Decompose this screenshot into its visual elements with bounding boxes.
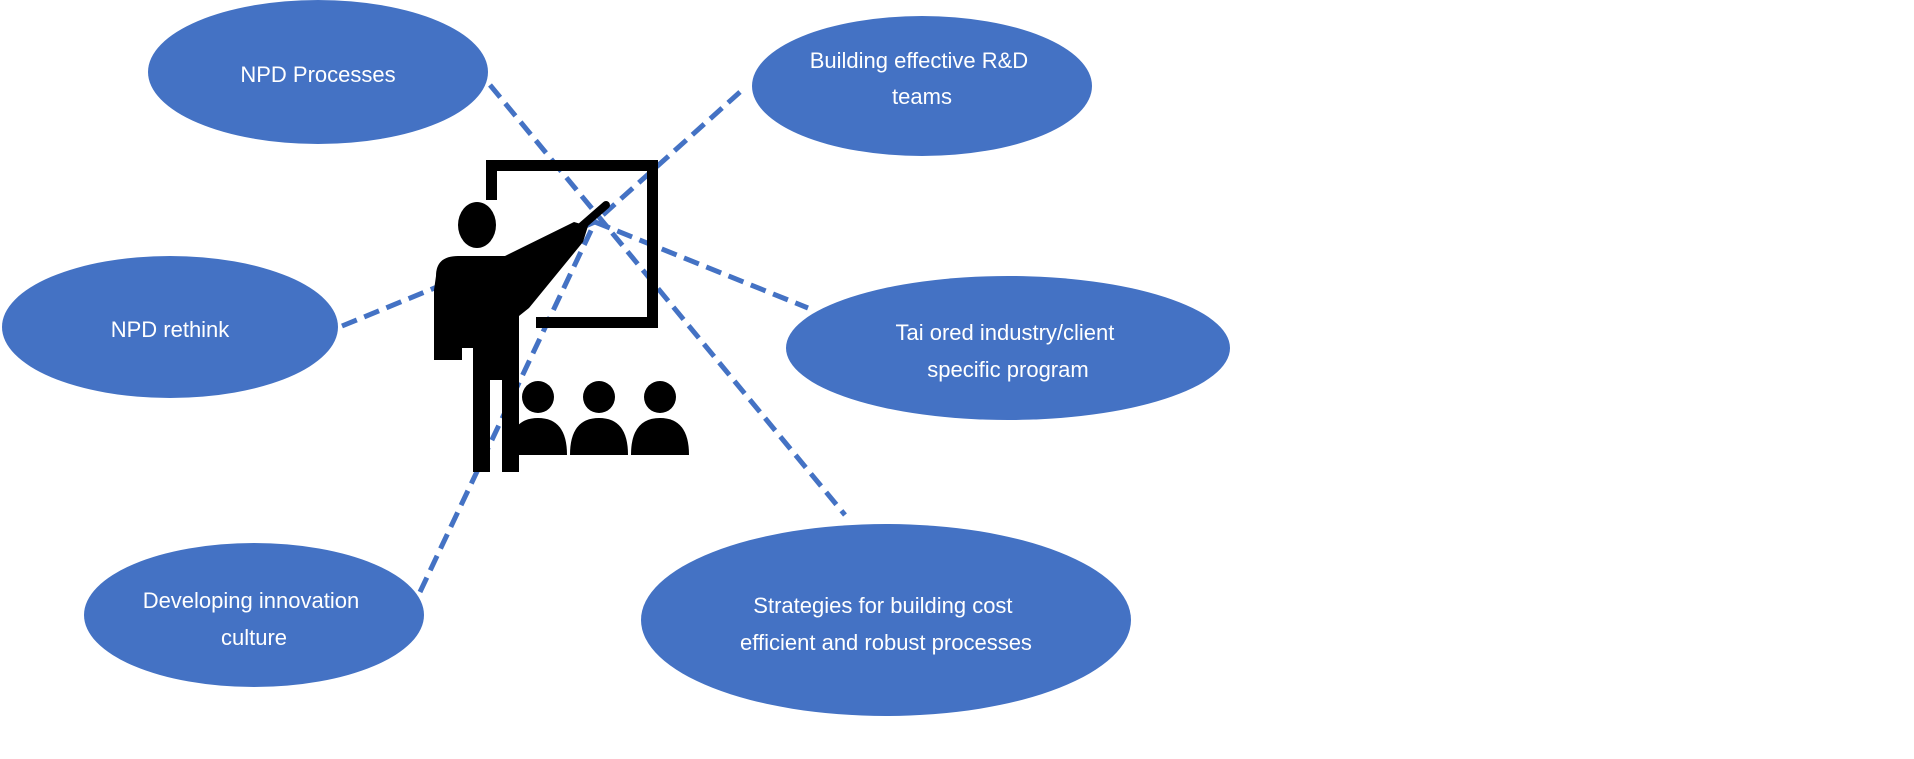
topic-label-line: NPD Processes <box>240 62 395 87</box>
audience-person-head <box>644 381 676 413</box>
audience-person-head <box>522 381 554 413</box>
topic-label-building-rd-teams: Building effective R&D teams <box>810 48 1035 109</box>
audience-person-body <box>631 418 689 455</box>
topic-label-line: teams <box>892 84 952 109</box>
topic-label-line: Developing innovation <box>143 588 360 613</box>
topic-node-innovation-culture <box>84 543 424 687</box>
topic-label-npd-processes: NPD Processes <box>240 62 395 87</box>
topic-label-line: specific program <box>927 357 1088 382</box>
connector-npd-processes <box>488 83 847 517</box>
topic-label-line: Strategies for building cost <box>753 593 1012 618</box>
topic-label-line: Building effective R&D <box>810 48 1029 73</box>
pointer-stick <box>571 201 610 236</box>
topic-label-innovation-culture: Developing innovation culture <box>143 588 366 650</box>
topic-node-cost-efficient <box>641 524 1131 716</box>
topic-labels: NPD Processes Building effective R&D tea… <box>111 48 1120 655</box>
topic-nodes <box>2 0 1230 716</box>
topic-label-line: Tai ored industry/client <box>895 320 1114 345</box>
audience-person-body <box>509 418 567 455</box>
topic-label-tailored-program: Tai ored industry/client specific progra… <box>895 320 1120 382</box>
topic-label-line: culture <box>221 625 287 650</box>
topic-node-npd-processes <box>148 0 488 144</box>
topic-label-line: efficient and robust processes <box>740 630 1032 655</box>
topic-label-line: NPD rethink <box>111 317 231 342</box>
topic-label-cost-efficient: Strategies for building cost efficient a… <box>740 593 1032 655</box>
connector-tailored-program <box>594 219 809 311</box>
audience-person-body <box>570 418 628 455</box>
presenter-head <box>458 202 496 248</box>
topic-node-tailored-program <box>786 276 1230 420</box>
presenter-with-whiteboard-icon <box>434 160 658 472</box>
audience-icon <box>509 381 689 455</box>
audience-person-head <box>583 381 615 413</box>
connector-building-rd-teams <box>593 90 742 224</box>
topic-label-npd-rethink: NPD rethink <box>111 317 231 342</box>
topic-node-npd-rethink <box>2 256 338 398</box>
presenter-body <box>434 222 588 472</box>
topic-node-building-rd-teams <box>752 16 1092 156</box>
